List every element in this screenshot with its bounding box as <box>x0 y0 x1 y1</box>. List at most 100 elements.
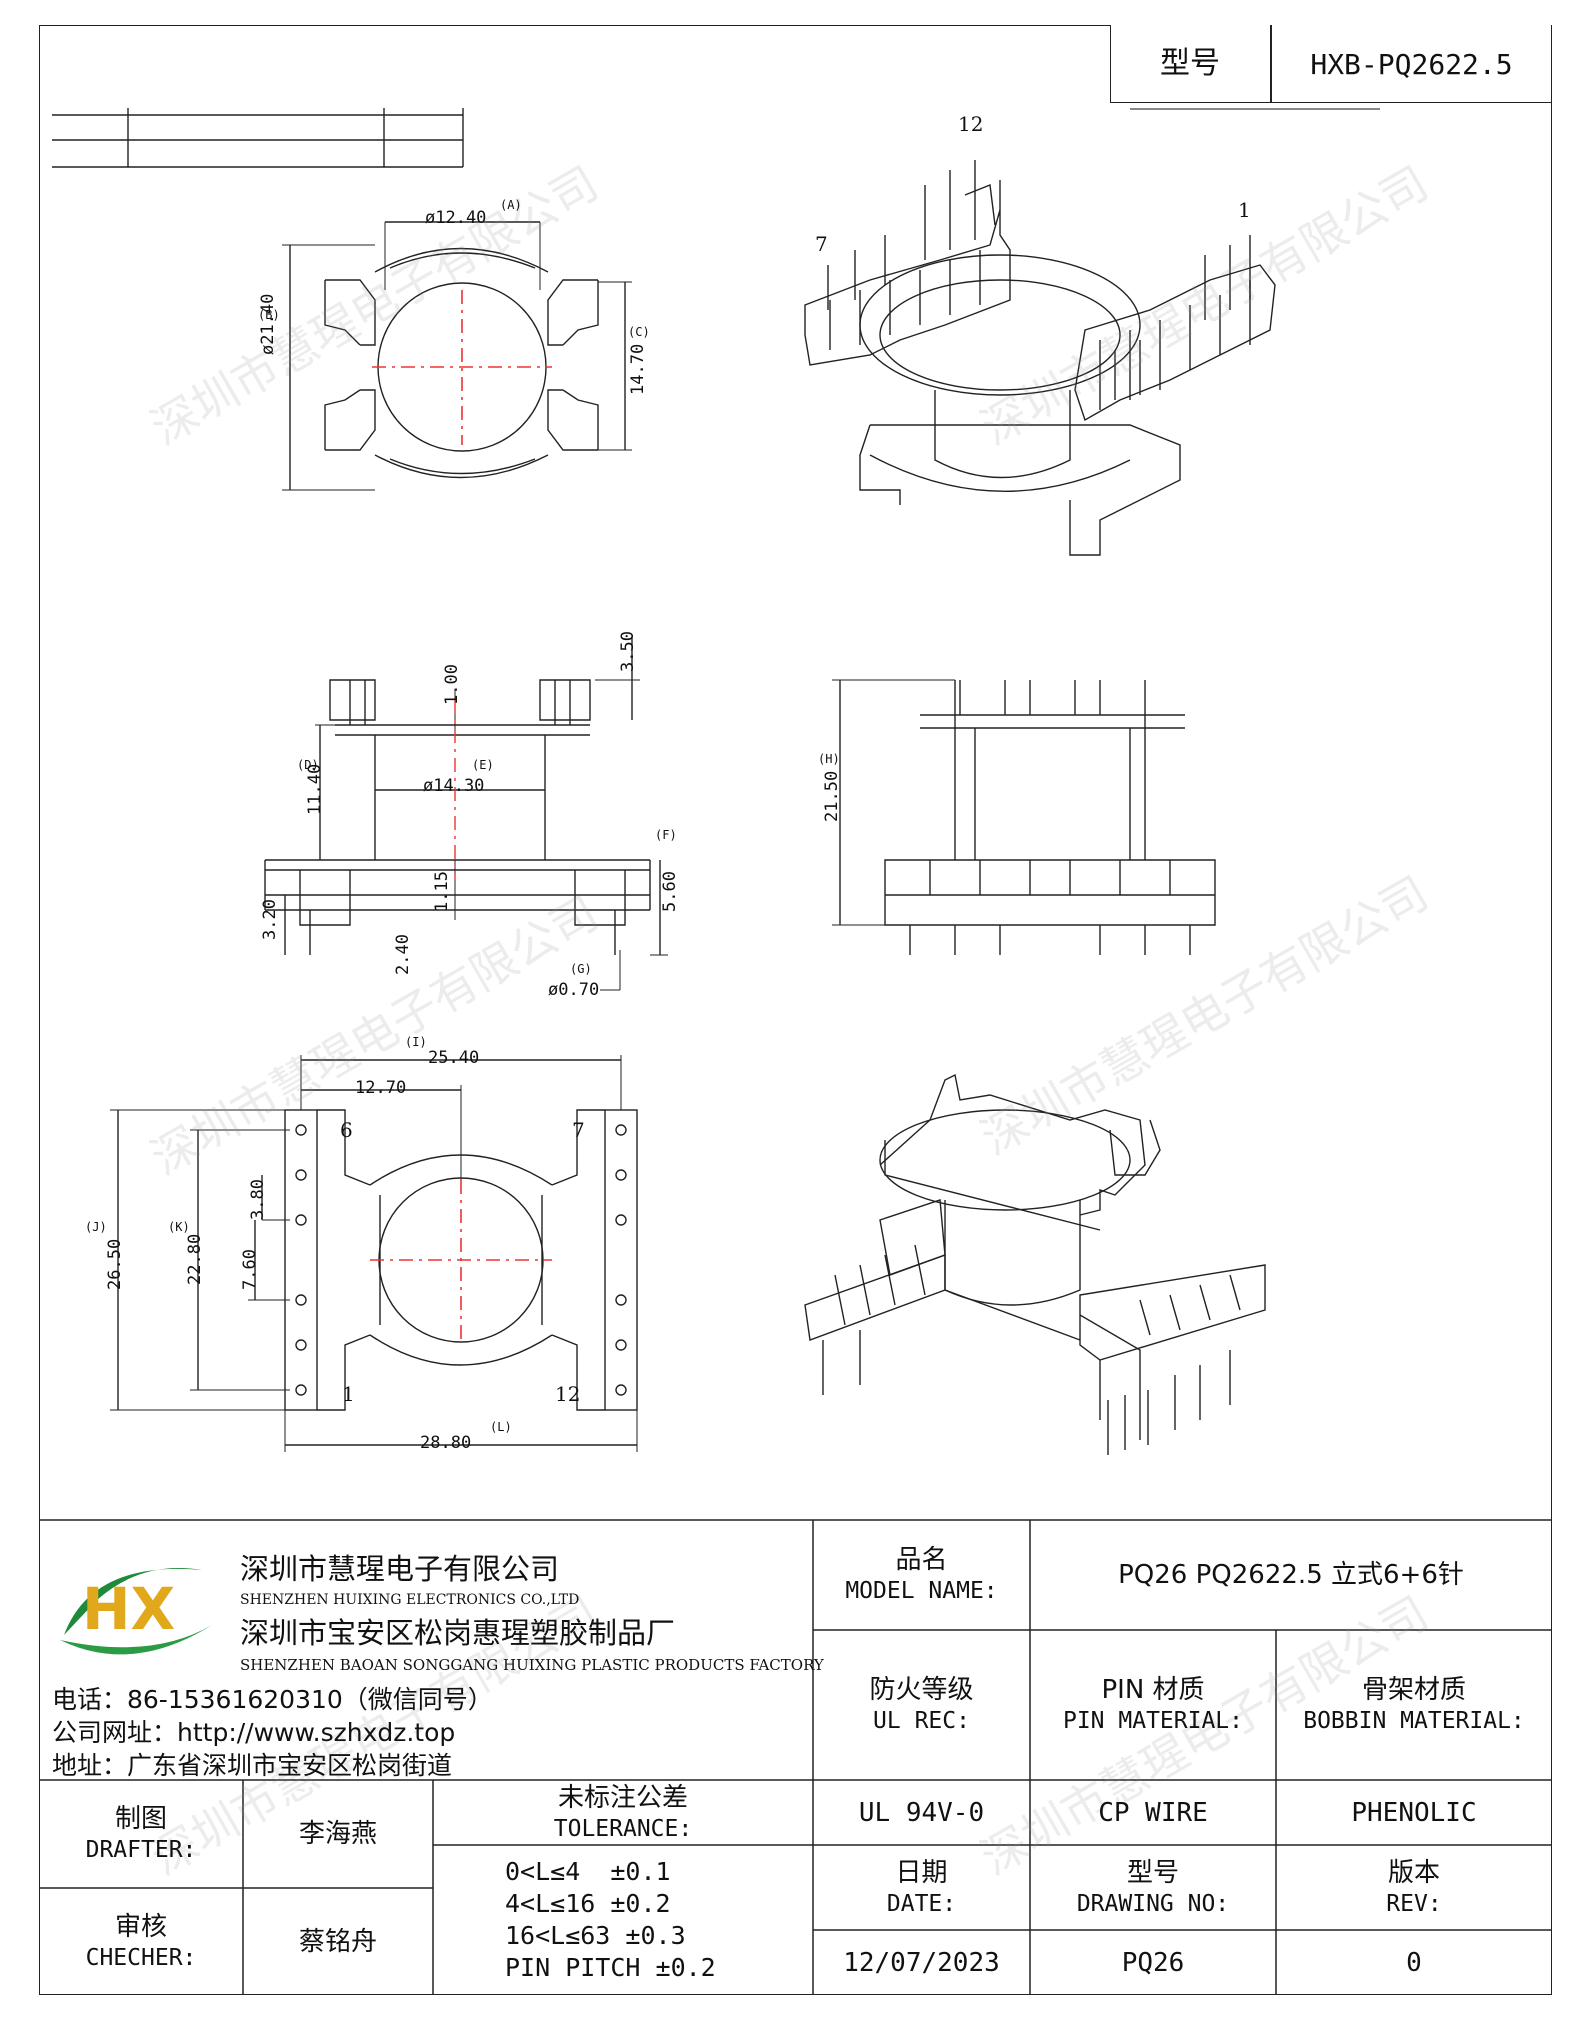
type-value: HXB-PQ2622.5 <box>1310 47 1513 81</box>
bobbin-material-label: 骨架材质 BOBBIN MATERIAL: <box>1276 1630 1552 1780</box>
drafter-label: 制图 DRAFTER: <box>39 1780 243 1888</box>
drawing-no-label: 型号 DRAWING NO: <box>1030 1845 1276 1930</box>
dim-tag: (E) <box>472 758 494 772</box>
pin-label: 6 <box>340 1118 353 1142</box>
pin-material-label-en: PIN MATERIAL: <box>1062 1708 1243 1734</box>
dim-label: ø14.30 <box>423 776 485 796</box>
factory-name-cn: 深圳市宝安区松岗惠瑆塑胶制品厂 <box>240 1616 676 1650</box>
dim-label: 14.70 <box>628 343 648 395</box>
logo-text: HX <box>82 1575 176 1643</box>
dim-label: 3.80 <box>248 1179 268 1220</box>
dim-tag: (B) <box>258 308 280 322</box>
pin-label: 7 <box>815 232 828 256</box>
bobbin-material-label-en: BOBBIN MATERIAL: <box>1303 1708 1525 1734</box>
ul-rec-value: UL 94V-0 <box>858 1797 985 1828</box>
dim-tag: (G) <box>570 962 592 976</box>
dim-label: 3.50 <box>618 631 638 672</box>
dim-label: 3.20 <box>260 899 280 940</box>
dim-tag: (J) <box>85 1220 107 1234</box>
dim-tag: (C) <box>628 325 650 339</box>
iso-top-drawing <box>804 160 1276 556</box>
company-phone: 电话：86-15361620310（微信同号） <box>52 1685 493 1714</box>
tolerance-label-en: TOLERANCE: <box>553 1815 693 1842</box>
dim-tag: (I) <box>405 1035 427 1049</box>
tolerance-row: 0<L≤4 ±0.1 <box>505 1857 671 1886</box>
date-label-cn: 日期 <box>895 1857 948 1888</box>
dim-label: 12.70 <box>355 1078 407 1098</box>
pin-label: 7 <box>572 1118 585 1142</box>
drafter-value: 李海燕 <box>298 1819 377 1849</box>
drawing-no-value: PQ26 <box>1121 1947 1185 1978</box>
company-name-cn: 深圳市慧瑆电子有限公司 <box>240 1552 560 1586</box>
model-name-value: PQ26 PQ2622.5 立式6+6针 <box>1118 1560 1464 1590</box>
company-logo: HX <box>52 1540 222 1660</box>
company-website: 公司网址：http://www.szhxdz.top <box>52 1718 456 1747</box>
type-box <box>1110 25 1552 103</box>
bobbin-material-value: PHENOLIC <box>1351 1797 1477 1828</box>
dim-label: 28.80 <box>420 1433 472 1453</box>
dim-label: ø12.40 <box>425 208 487 228</box>
dim-label: ø0.70 <box>548 980 600 1000</box>
pin-material-value: CP WIRE <box>1098 1797 1208 1828</box>
logo-swoosh-icon <box>60 1568 212 1655</box>
dim-label: 26.50 <box>105 1238 125 1290</box>
dim-label: 22.80 <box>185 1233 205 1285</box>
tolerance-label: 未标注公差 TOLERANCE: <box>433 1780 813 1845</box>
drawing-no-label-en: DRAWING NO: <box>1076 1890 1230 1917</box>
pin-label: 12 <box>958 112 984 136</box>
date-value: 12/07/2023 <box>843 1947 1000 1978</box>
type-label: 型号 <box>1160 46 1220 81</box>
rev-label-en: REV: <box>1386 1890 1442 1917</box>
type-box-divider <box>1270 25 1272 103</box>
dim-label: 21.50 <box>822 770 842 822</box>
tolerance-row: 16<L≤63 ±0.3 <box>505 1921 686 1950</box>
drawing-frame <box>39 25 1552 1995</box>
dim-tag: (H) <box>818 752 840 766</box>
front-view-drawing <box>832 679 1216 955</box>
ul-rec-label: 防火等级 UL REC: <box>813 1630 1030 1780</box>
dim-label: 1.15 <box>432 871 452 912</box>
dim-tag: (F) <box>655 828 677 842</box>
dim-label: ø21.40 <box>258 293 278 355</box>
drafter-label-cn: 制图 <box>114 1804 167 1834</box>
tolerance-row: PIN PITCH ±0.2 <box>505 1953 716 1982</box>
iso-bottom-drawing <box>804 1073 1266 1455</box>
checker-label-en: CHECHER: <box>85 1944 197 1971</box>
dim-label: 2.40 <box>393 934 413 975</box>
dim-tag: (K) <box>168 1220 190 1234</box>
drafter-label-en: DRAFTER: <box>85 1837 197 1863</box>
pin-label: 1 <box>1238 198 1251 222</box>
dim-label: 11.40 <box>305 763 325 815</box>
rev-label: 版本 REV: <box>1276 1845 1552 1930</box>
dim-tag: (D) <box>297 758 319 772</box>
model-name-label-cn: 品名 <box>895 1545 948 1575</box>
checker-label-cn: 审核 <box>114 1911 167 1942</box>
pin-material-label: PIN 材质 PIN MATERIAL: <box>1030 1630 1276 1780</box>
header-underline <box>1130 108 1380 110</box>
rev-label-cn: 版本 <box>1387 1857 1440 1888</box>
company-name-en: SHENZHEN HUIXING ELECTRONICS CO.,LTD <box>240 1592 580 1608</box>
drawing-no-label-cn: 型号 <box>1126 1857 1179 1888</box>
tolerance-values: 0<L≤4 ±0.1 4<L≤16 ±0.2 16<L≤63 ±0.3 PIN … <box>433 1845 813 1995</box>
model-name-label-en: MODEL NAME: <box>845 1578 998 1604</box>
pin-label: 1 <box>342 1382 355 1406</box>
bottom-view-drawing <box>110 1055 638 1452</box>
company-address: 地址：广东省深圳市宝安区松岗街道 <box>52 1751 453 1780</box>
dim-tag: (A) <box>500 198 522 212</box>
dim-label: 1.00 <box>442 664 462 705</box>
factory-name-en: SHENZHEN BAOAN SONGGANG HUIXING PLASTIC … <box>240 1656 824 1674</box>
tolerance-row: 4<L≤16 ±0.2 <box>505 1889 671 1918</box>
pin-material-label-cn: PIN 材质 <box>1101 1675 1205 1705</box>
checker-value: 蔡铭舟 <box>298 1926 377 1957</box>
date-label: 日期 DATE: <box>813 1845 1030 1930</box>
title-block-grid <box>39 1519 1552 1995</box>
date-label-en: DATE: <box>886 1890 957 1917</box>
ul-rec-label-cn: 防火等级 <box>869 1675 974 1705</box>
side-view-drawing <box>264 635 668 991</box>
checker-label: 审核 CHECHER: <box>39 1888 243 1995</box>
dim-label: 7.60 <box>240 1249 260 1290</box>
model-name-label: 品名 MODEL NAME: <box>813 1520 1030 1630</box>
ul-rec-label-en: UL REC: <box>873 1708 970 1734</box>
pin-label: 12 <box>555 1382 581 1406</box>
